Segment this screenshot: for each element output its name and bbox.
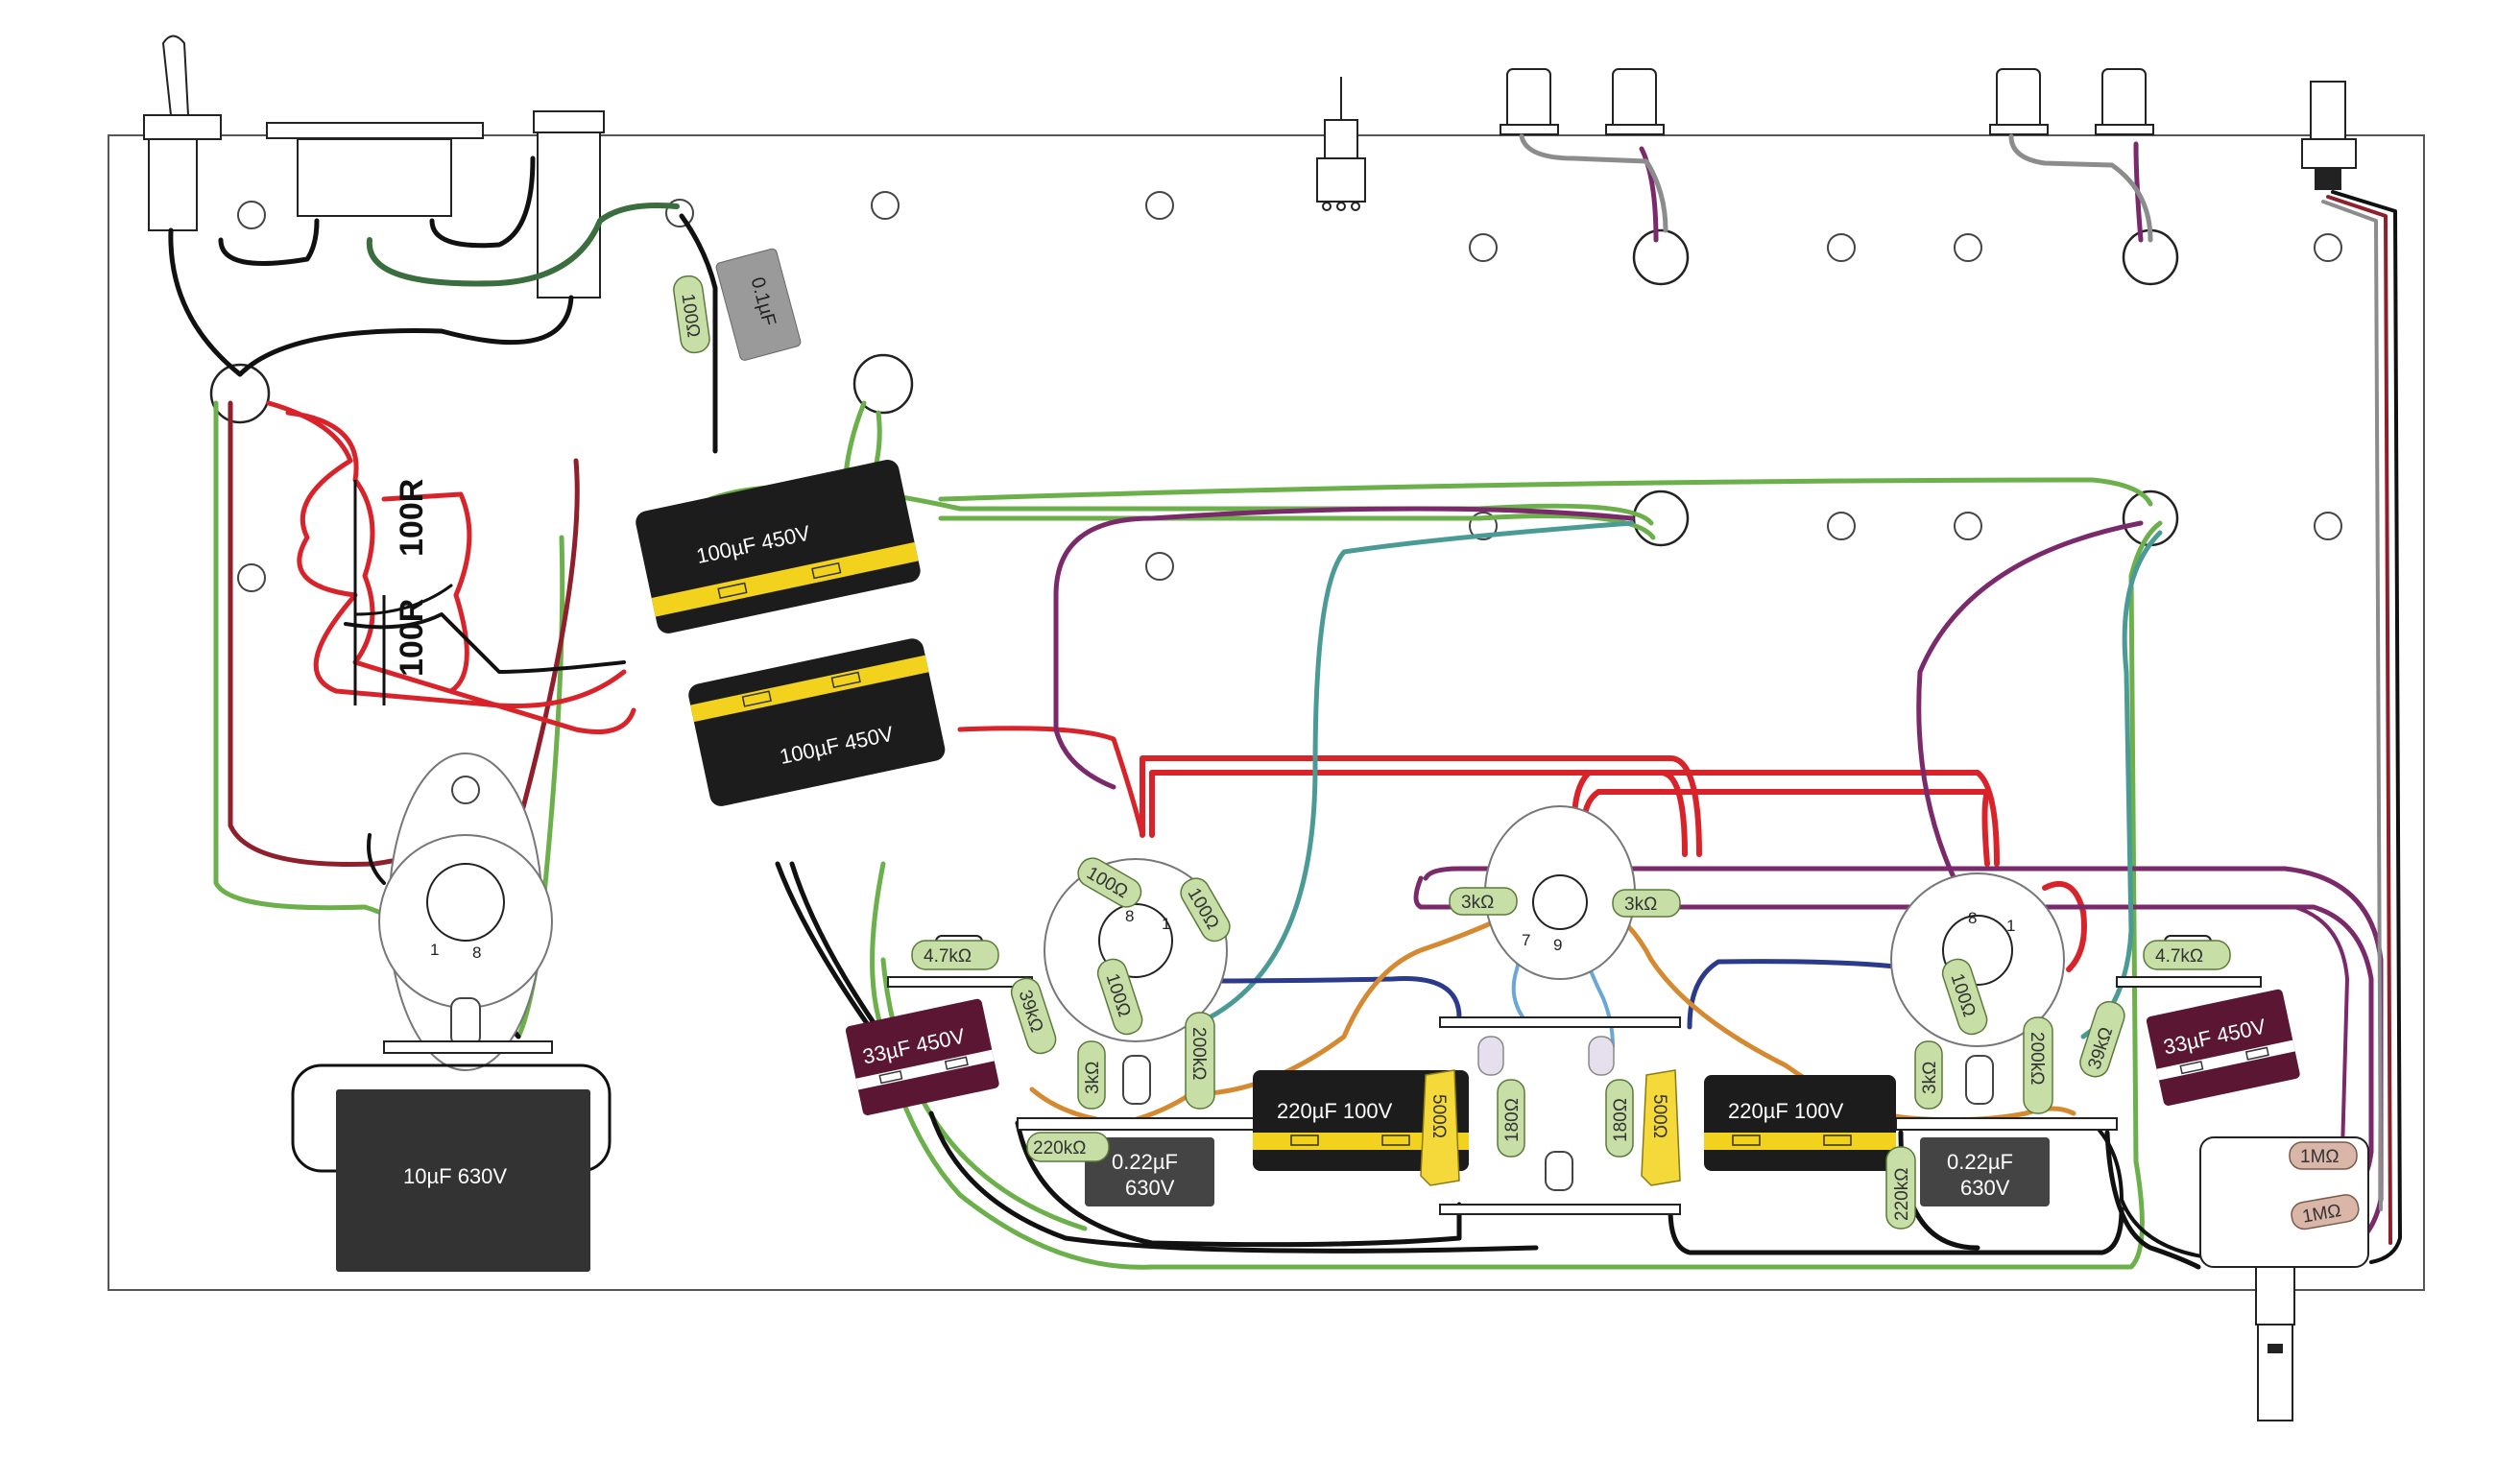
output-jack <box>2301 81 2357 190</box>
svg-text:8: 8 <box>472 943 481 962</box>
power-resistor-r1: 100R <box>394 479 430 557</box>
preamp-tube-socket-left: 8 1 <box>1017 858 1259 1131</box>
svg-text:7: 7 <box>1522 931 1530 949</box>
resistor-4.7k-left: 4.7kΩ <box>911 940 999 970</box>
resistor-3k-mid-a: 3kΩ <box>1449 887 1518 916</box>
chassis-outline <box>108 134 2425 1291</box>
svg-text:220kΩ: 220kΩ <box>1892 1168 1912 1221</box>
bypass-cap-right: 220µF 100V <box>1704 1075 1896 1171</box>
grommet-holes <box>209 228 2179 547</box>
screen-cap-left: 33µF 450V <box>845 998 999 1115</box>
svg-text:8: 8 <box>1968 909 1977 927</box>
rectifier-tube-socket: 1 8 <box>378 752 553 1071</box>
fuse-holder <box>266 122 484 217</box>
svg-text:180Ω: 180Ω <box>1611 1098 1631 1142</box>
mini-toggle-switch <box>1316 77 1366 211</box>
resistor-3k-right: 3kΩ <box>1914 1040 1943 1110</box>
leds <box>1477 1036 1615 1076</box>
svg-text:220µF 100V: 220µF 100V <box>1277 1099 1393 1123</box>
svg-text:3kΩ: 3kΩ <box>1920 1062 1940 1094</box>
svg-text:180Ω: 180Ω <box>1502 1098 1523 1142</box>
svg-text:630V: 630V <box>1960 1176 2010 1200</box>
coupling-cap-right: 0.22µF 630V <box>1920 1137 2050 1206</box>
resistor-100-top: 100Ω <box>673 275 710 354</box>
svg-text:0.22µF: 0.22µF <box>1112 1150 1178 1174</box>
trim-pot-left: 500Ω <box>1420 1069 1460 1186</box>
svg-text:8: 8 <box>1125 907 1134 925</box>
resistor-1M-b: 1MΩ <box>2291 1194 2360 1230</box>
volume-pot <box>2199 1136 2369 1421</box>
svg-text:9: 9 <box>1553 936 1562 954</box>
svg-text:3kΩ: 3kΩ <box>1624 895 1657 915</box>
preamp-tube-socket-right: 8 1 <box>1890 872 2118 1131</box>
svg-text:200kΩ: 200kΩ <box>2027 1032 2047 1085</box>
power-resistors: 100R 100R <box>353 479 430 705</box>
svg-text:200kΩ: 200kΩ <box>1188 1027 1209 1080</box>
power-resistor-r2: 100R <box>394 599 430 677</box>
svg-text:3kΩ: 3kΩ <box>1461 893 1494 913</box>
film-cap-0.1uF: 0.1µF <box>715 248 802 361</box>
resistor-220k-left: 220kΩ <box>1026 1132 1110 1162</box>
reservoir-cap-10uF: 10µF 630V <box>291 1063 612 1272</box>
resistor-39k-left: 39kΩ <box>1010 977 1057 1055</box>
svg-text:630V: 630V <box>1125 1176 1175 1200</box>
svg-text:4.7kΩ: 4.7kΩ <box>924 946 972 967</box>
svg-text:220µF 100V: 220µF 100V <box>1728 1099 1844 1123</box>
resistor-180-a: 180Ω <box>1497 1079 1525 1158</box>
screen-cap-right: 33µF 450V <box>2146 989 2300 1106</box>
resistor-39k-right: 39kΩ <box>2079 1000 2125 1078</box>
svg-text:500Ω: 500Ω <box>1649 1094 1669 1138</box>
resistor-180-b: 180Ω <box>1605 1079 1634 1158</box>
power-toggle-switch <box>143 35 222 231</box>
svg-text:220kΩ: 220kΩ <box>1033 1138 1086 1158</box>
svg-text:4.7kΩ: 4.7kΩ <box>2155 946 2203 967</box>
resistor-200k-left: 200kΩ <box>1185 1012 1215 1110</box>
trim-pot-right: 500Ω <box>1641 1069 1681 1186</box>
resistor-3k-mid-b: 3kΩ <box>1612 889 1681 918</box>
svg-text:3kΩ: 3kΩ <box>1083 1062 1103 1094</box>
svg-text:1: 1 <box>2006 917 2015 935</box>
resistor-3k-left: 3kΩ <box>1077 1040 1106 1110</box>
svg-text:1: 1 <box>430 941 439 959</box>
resistor-4.7k-right: 4.7kΩ <box>2143 940 2231 970</box>
filter-cap-2: 100µF 450V <box>688 638 946 806</box>
coupling-cap-left: 0.22µF 630V <box>1085 1137 1214 1206</box>
input-jacks <box>1500 68 2154 135</box>
power-tube-socket-center: 7 9 <box>1439 805 1681 1215</box>
resistor-200k-right: 200kΩ <box>2023 1016 2053 1114</box>
resistor-100-left-a: 100Ω <box>1077 857 1142 908</box>
svg-text:500Ω: 500Ω <box>1428 1094 1449 1138</box>
svg-text:10µF 630V: 10µF 630V <box>403 1164 507 1188</box>
filter-cap-1: 100µF 450V <box>636 460 921 633</box>
svg-text:1: 1 <box>1162 915 1170 933</box>
mains-inlet <box>533 110 605 299</box>
resistor-220k-right: 220kΩ <box>1885 1146 1916 1230</box>
bypass-cap-left: 220µF 100V <box>1253 1070 1469 1171</box>
svg-text:0.22µF: 0.22µF <box>1947 1150 2013 1174</box>
resistor-1M-a: 1MΩ <box>2289 1141 2358 1170</box>
svg-text:1MΩ: 1MΩ <box>2300 1147 2340 1167</box>
